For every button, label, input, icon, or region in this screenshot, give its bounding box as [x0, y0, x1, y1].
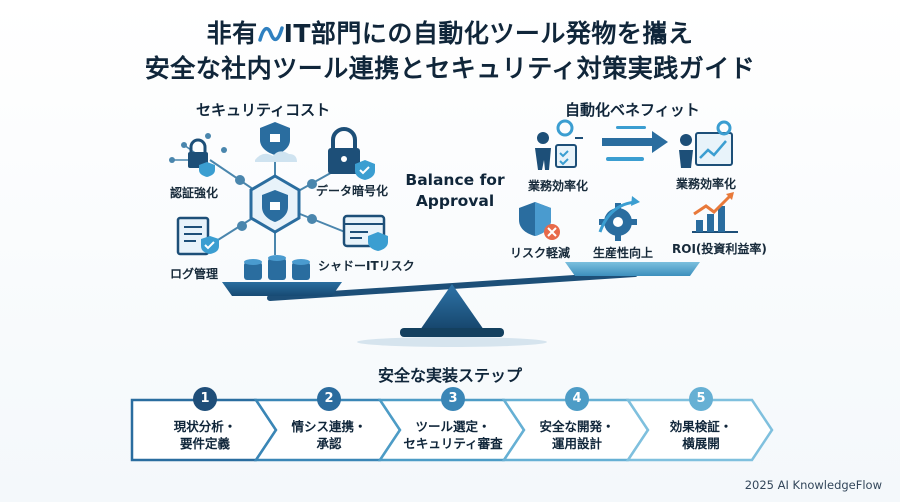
step-2-line1: 情シス連携・	[291, 419, 367, 434]
step-3-line2: セキュリティ審査	[403, 436, 503, 451]
shield-x-icon	[519, 202, 560, 240]
step-5-number: 5	[689, 387, 713, 411]
label-efficiency-2: 業務効率化	[676, 177, 737, 191]
step-1-line1: 現状分析・	[173, 419, 237, 434]
step-3: 3 ツール選定・セキュリティ審査	[378, 387, 528, 462]
step-5-line2: 横展開	[682, 436, 720, 451]
shield-top-icon	[255, 122, 297, 162]
step-1-line2: 要件定義	[179, 436, 230, 451]
step-4-text: 安全な開発・運用設計	[516, 418, 638, 452]
security-cost-heading: セキュリティコスト	[196, 101, 331, 119]
step-2-number: 2	[317, 387, 341, 411]
step-3-number: 3	[441, 387, 465, 411]
label-shadow-it: シャドーITリスク	[318, 259, 415, 273]
step-5-line1: 効果検証・	[669, 419, 733, 434]
balance-caption: Balance for Approval	[390, 170, 520, 212]
step-4-line2: 運用設計	[551, 436, 602, 451]
balance-caption-line2: Approval	[415, 192, 495, 210]
page-title-line2: 安全な社内ツール連携とセキュリティ対策実践ガイド	[144, 54, 756, 83]
label-risk: リスク軽減	[510, 246, 571, 260]
balance-caption-line1: Balance for	[405, 171, 505, 189]
lock-shield-icon	[328, 127, 375, 180]
right-pan	[565, 262, 700, 276]
step-3-text: ツール選定・セキュリティ審査	[392, 418, 514, 452]
label-auth: 認証強化	[170, 186, 219, 200]
person-gear-icon	[535, 119, 583, 170]
step-5-chevron	[626, 398, 774, 462]
step-5-text: 効果検証・横展開	[640, 418, 762, 452]
label-efficiency-1: 業務効率化	[528, 179, 589, 193]
document-check-icon	[176, 216, 219, 256]
step-4-line1: 安全な開発・	[539, 419, 615, 434]
step-2: 2 情シス連携・承認	[254, 387, 404, 462]
footer-credit: 2025 AI KnowledgeFlow	[744, 478, 882, 492]
step-2-line2: 承認	[316, 436, 342, 451]
label-encryption: データ暗号化	[316, 184, 389, 198]
page-title-line1: 非有 IT部門にの自動化ツール発物を攜え	[0, 14, 900, 50]
scale-fulcrum	[357, 284, 547, 347]
wave-logo-icon	[257, 21, 284, 42]
lock-network-icon	[169, 133, 227, 177]
step-5: 5 効果検証・横展開	[626, 387, 776, 462]
automation-benefit-heading: 自動化ベネフィット	[565, 101, 700, 119]
left-pan	[222, 282, 342, 296]
step-2-text: 情シス連携・承認	[268, 418, 390, 452]
roi-chart-icon	[692, 192, 738, 233]
label-log: ログ管理	[170, 267, 219, 281]
title-prefix: 非有	[206, 19, 258, 48]
steps-heading: 安全な実装ステップ	[377, 366, 522, 385]
step-4-number: 4	[565, 387, 589, 411]
step-1: 1 現状分析・要件定義	[130, 387, 280, 462]
step-1-text: 現状分析・要件定義	[144, 418, 266, 452]
speed-arrows-icon	[602, 126, 668, 161]
label-productivity: 生産性向上	[593, 246, 654, 260]
database-icons	[244, 255, 310, 280]
browser-warning-icon	[342, 214, 388, 251]
hex-shield-icon	[249, 174, 301, 234]
label-roi: ROI(投資利益率)	[672, 242, 767, 256]
title-suffix: IT部門にの自動化ツール発物を攜え	[283, 19, 694, 48]
step-1-number: 1	[193, 387, 217, 411]
growth-chart-icon	[679, 120, 733, 168]
gear-arrow-icon	[598, 196, 640, 241]
step-3-line1: ツール選定・	[415, 419, 491, 434]
